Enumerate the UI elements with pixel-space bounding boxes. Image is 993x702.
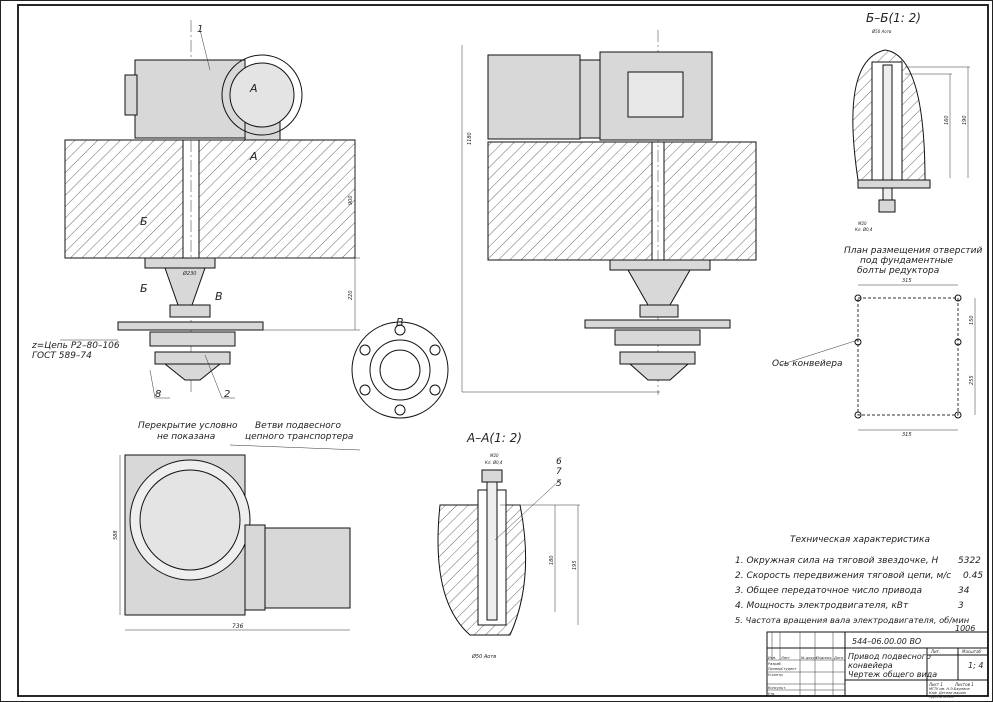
tb-razrab: Разраб. bbox=[768, 662, 782, 666]
section-mark-a-top: А bbox=[249, 82, 258, 95]
drawing-frame bbox=[17, 4, 989, 697]
section-mark-b2: Б bbox=[140, 282, 148, 295]
tech-row-3-value: 34 bbox=[958, 586, 970, 596]
bb-thread: М20 bbox=[858, 221, 867, 226]
tech-row-3-label: 3. Общее передаточное число привода bbox=[735, 586, 922, 596]
tech-row-1-label: 1. Окружная сила на тяговой звездочке, Н bbox=[735, 556, 939, 566]
hole-plan bbox=[779, 284, 976, 431]
section-title-aa: А–А(1: 2) bbox=[466, 431, 522, 445]
dim-bb-190: 190 bbox=[962, 115, 968, 125]
tb-utv: Утв. bbox=[768, 692, 775, 696]
dim-bb-160: 160 bbox=[944, 115, 950, 125]
org-2: Каф. Детали машин bbox=[929, 691, 967, 695]
plan-note-2: под фундаментные bbox=[860, 256, 954, 266]
tech-row-2-label: 2. Скорость передвижения тяговой цепи, м… bbox=[735, 571, 951, 581]
dim-aa-180: 180 bbox=[549, 555, 555, 565]
tb-sign: Подпись bbox=[816, 656, 832, 660]
side-view bbox=[461, 30, 757, 395]
sheet-label: Лист 1 bbox=[928, 682, 943, 687]
tech-title: Техническая характеристика bbox=[790, 535, 930, 545]
conveyor-axis-label: Ось конвейера bbox=[772, 359, 842, 369]
plan-note-3: болты редуктора bbox=[857, 266, 939, 276]
org-3: Группа ЭН-83 bbox=[929, 695, 954, 699]
part-label-7: 7 bbox=[556, 467, 562, 477]
dim-aa-195: 195 bbox=[572, 560, 578, 570]
aa-thread-class: Кл. Ø0,4 bbox=[485, 460, 503, 465]
part-label-8: 8 bbox=[155, 389, 161, 400]
tb-doc: № докум. bbox=[800, 656, 818, 660]
part-label-2: 2 bbox=[224, 389, 230, 400]
dim-plan-315-top: 315 bbox=[902, 278, 912, 284]
tech-row-5-value: 1006 bbox=[955, 624, 975, 633]
tech-row-2-value: 0.45 bbox=[963, 571, 983, 581]
plan-view bbox=[119, 444, 361, 631]
sheets-label: Листов 1 bbox=[954, 682, 974, 687]
tb-prov: Провер. bbox=[768, 667, 783, 671]
note-branches-2: цепного транспортера bbox=[245, 432, 353, 442]
dim-plan-315-bottom: 315 bbox=[902, 432, 912, 438]
view-v bbox=[351, 321, 449, 419]
note-overlap-2: не показана bbox=[157, 432, 215, 442]
view-mark-v: В bbox=[396, 316, 404, 329]
note-branches-1: Ветви подвесного bbox=[255, 421, 341, 431]
dim-230: Ø230 bbox=[182, 270, 196, 277]
section-mark-b1: Б bbox=[140, 215, 148, 228]
mass-label: Масштаб bbox=[962, 649, 982, 654]
tech-row-4-label: 4. Мощность электродвигателя, кВт bbox=[735, 601, 909, 611]
tech-list: 1. Окружная сила на тяговой звездочке, Н… bbox=[735, 556, 983, 633]
dim-220: 220 bbox=[348, 290, 354, 300]
dim-588: 588 bbox=[113, 530, 119, 540]
lit-label: Лит. bbox=[930, 649, 940, 654]
chain-note-line1: z=Цепь Р2–80–106 bbox=[31, 341, 120, 351]
drawing-name-3: Чертеж общего вида bbox=[848, 670, 937, 679]
dim-plan-255: 255 bbox=[969, 375, 975, 385]
dim-736: 736 bbox=[232, 623, 244, 630]
tb-izm: Изм. bbox=[768, 656, 776, 660]
tech-row-1-value: 5322 bbox=[958, 556, 981, 566]
tb-nkontr: Н.контр. bbox=[768, 673, 784, 677]
front-view bbox=[60, 20, 360, 399]
scale-value: 1; 4 bbox=[968, 661, 983, 670]
dim-plan-150: 150 bbox=[969, 315, 975, 325]
part-label-6: 6 bbox=[556, 457, 562, 467]
tb-student: Студент bbox=[781, 667, 797, 671]
org-1: МГТУ им. Н.Э.Баумана bbox=[929, 687, 970, 691]
tech-row-5-label: 5. Частота вращения вала электродвигател… bbox=[735, 615, 970, 625]
tb-list: Лист bbox=[780, 656, 791, 660]
section-title-bb: Б–Б(1: 2) bbox=[866, 11, 921, 25]
tb-konsult: Консульт. bbox=[768, 686, 786, 690]
section-aa bbox=[437, 469, 580, 636]
part-label-5: 5 bbox=[556, 479, 562, 489]
bb-top-dim: Ø50 Аотв bbox=[871, 29, 892, 34]
title-block bbox=[766, 631, 989, 697]
drawing-name-1: Привод подвесного bbox=[848, 652, 931, 661]
view-mark-v1: В bbox=[215, 290, 223, 303]
dim-1180: 1180 bbox=[467, 132, 473, 145]
drawing-name-2: конвейера bbox=[848, 661, 893, 670]
drawing-code: 544–06.00.00 ВО bbox=[852, 637, 921, 646]
plan-note-1: План размещения отверстий bbox=[844, 246, 982, 256]
note-overlap-1: Перекрытие условно bbox=[138, 421, 238, 431]
aa-thread: М20 bbox=[490, 453, 499, 458]
tech-row-4-value: 3 bbox=[958, 601, 964, 611]
section-mark-a-bottom: А bbox=[249, 150, 258, 163]
bb-thread-class: Кл. Ø0,4 bbox=[855, 227, 873, 232]
dim-900: 900 bbox=[348, 195, 354, 205]
chain-note-line2: ГОСТ 589–74 bbox=[32, 351, 92, 361]
part-label-1: 1 bbox=[197, 24, 203, 35]
section-bb bbox=[852, 49, 970, 213]
dim-aa-bottom: Ø50 Аотв bbox=[471, 653, 496, 660]
tb-date: Дата bbox=[833, 656, 843, 660]
